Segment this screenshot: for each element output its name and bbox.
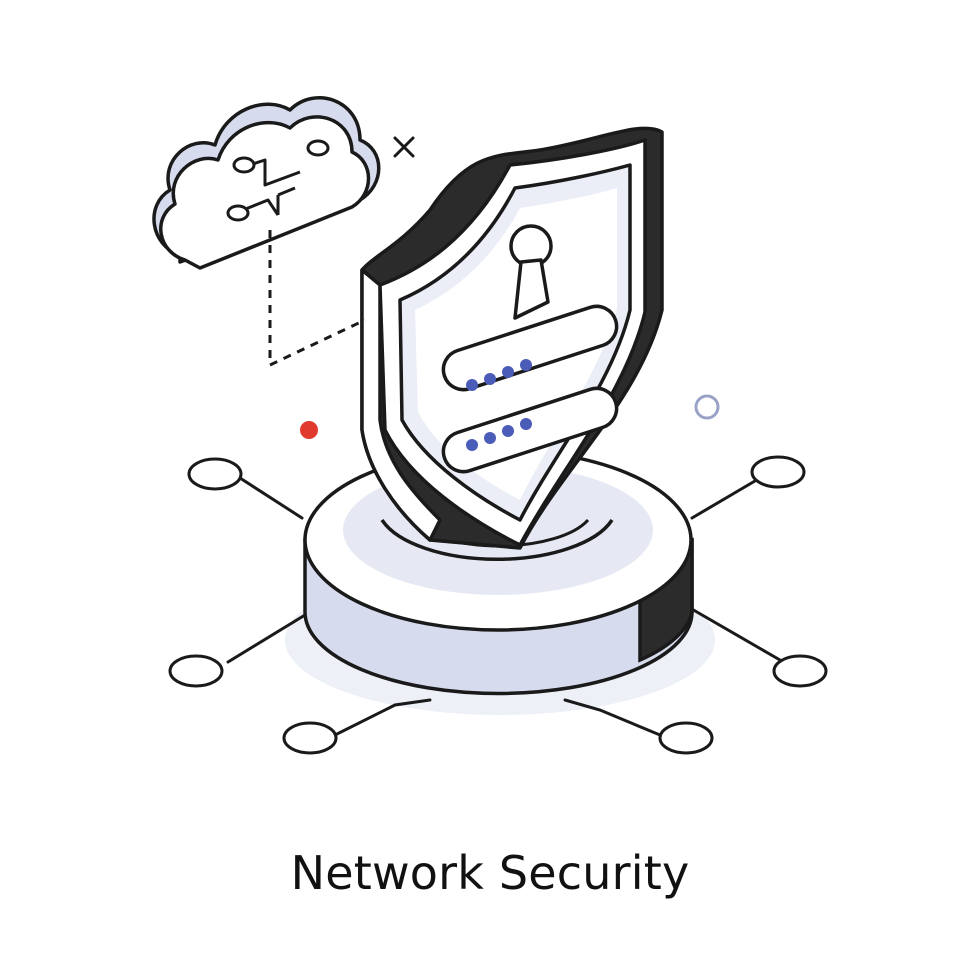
network-node-icon	[187, 457, 243, 491]
network-node-icon	[658, 721, 714, 755]
password-field-icon	[441, 304, 619, 474]
keyhole-icon	[509, 224, 553, 320]
shield-lock-icon	[360, 126, 664, 550]
network-nodes	[168, 455, 828, 755]
dashed-connector	[268, 230, 366, 368]
password-dots	[466, 359, 532, 451]
page-title: Network Security	[290, 846, 690, 900]
network-connector-lines	[226, 476, 782, 737]
cloud-circuit-icon	[152, 96, 381, 270]
network-node-icon	[168, 654, 224, 688]
accent-dot	[300, 421, 318, 439]
network-node-icon	[282, 721, 338, 755]
network-security-illustration	[152, 96, 828, 755]
network-node-icon	[772, 654, 828, 688]
accent-ring	[694, 394, 720, 420]
network-node-icon	[750, 455, 806, 489]
close-icon	[393, 136, 415, 158]
